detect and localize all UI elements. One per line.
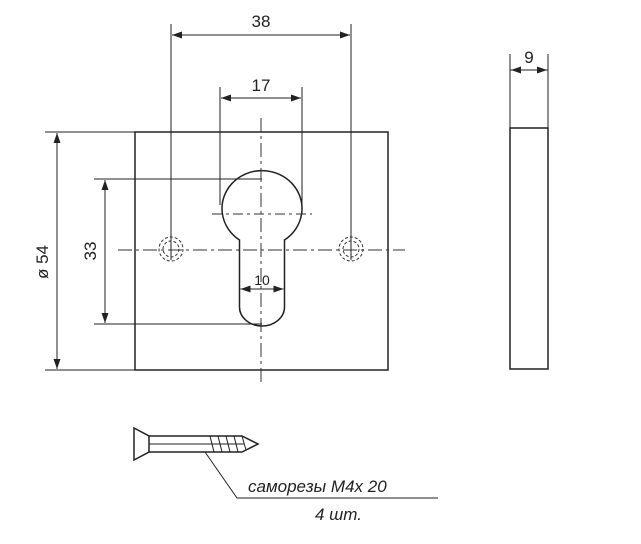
dimension-label-33: 33: [81, 242, 100, 261]
screw-shank: [149, 435, 260, 453]
dimension-label-10: 10: [254, 272, 270, 288]
screw-quantity-label: 4 шт.: [315, 505, 362, 524]
screw-head: [133, 426, 150, 462]
dimension-label-diameter-54: ø 54: [33, 245, 52, 279]
screw-drawing: [133, 426, 438, 499]
cylinder-cutout: [221, 169, 303, 327]
screw-leader-line: [204, 451, 438, 499]
dimension-slot-width: 10: [240, 272, 284, 293]
dimension-cylinder-height: 33: [81, 178, 262, 325]
plate-side-outline: [509, 127, 549, 370]
front-view: 38 17 ø 54 33 10: [33, 12, 405, 382]
dimension-label-9: 9: [524, 48, 533, 67]
side-view: 9: [509, 48, 549, 370]
screw-note-label: саморезы М4х 20: [248, 477, 387, 496]
dimension-hole-spacing: 38: [170, 12, 352, 260]
dimension-label-17: 17: [252, 76, 271, 95]
dimension-plate-diameter: ø 54: [33, 131, 135, 371]
dimension-cylinder-width: 17: [219, 76, 303, 205]
dimension-label-38: 38: [252, 12, 271, 31]
